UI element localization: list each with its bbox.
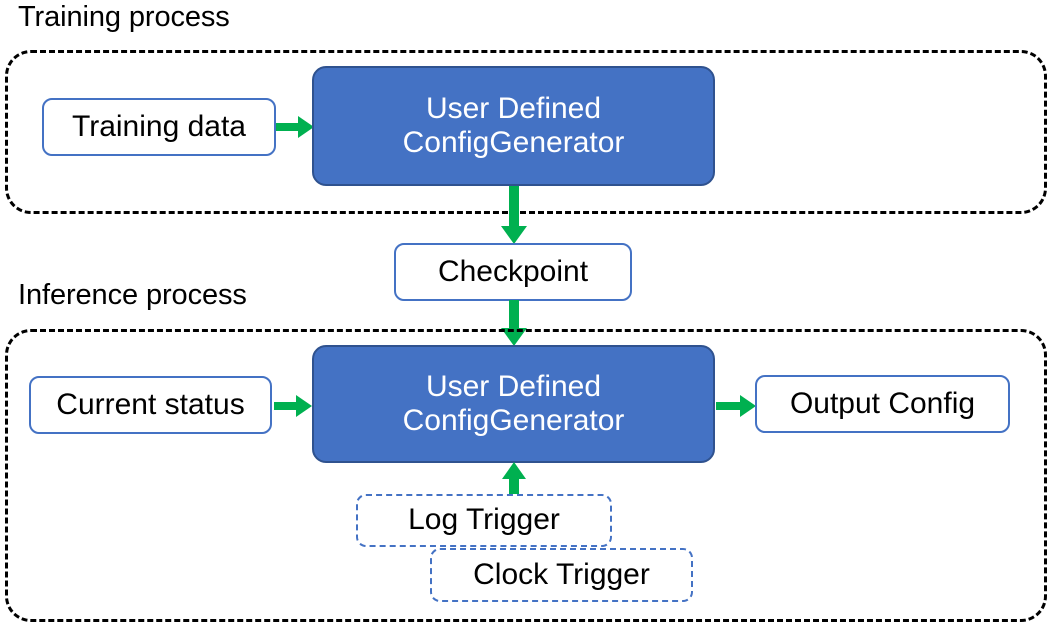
- node-train-config-generator-line2: ConfigGenerator: [402, 126, 625, 159]
- node-checkpoint-label: Checkpoint: [437, 254, 589, 288]
- group-container-training: [5, 50, 1047, 214]
- node-training-data-label: Training data: [72, 109, 246, 143]
- node-output-config-label: Output Config: [789, 386, 976, 420]
- arrow-current-status-to-infer-generator: [274, 392, 314, 420]
- node-log-trigger-label: Log Trigger: [408, 503, 560, 537]
- node-infer-config-generator-line2: ConfigGenerator: [402, 404, 625, 437]
- node-infer-config-generator-line1: User Defined: [425, 369, 602, 403]
- node-clock-trigger-label: Clock Trigger: [473, 557, 650, 591]
- arrow-triggers-to-infer-generator: [499, 462, 529, 502]
- node-checkpoint[interactable]: Checkpoint: [394, 243, 632, 301]
- arrow-training-data-to-generator: [276, 113, 316, 141]
- node-training-data[interactable]: Training data: [42, 98, 276, 156]
- node-current-status-label: Current status: [56, 387, 245, 421]
- node-infer-config-generator[interactable]: User Defined ConfigGenerator: [312, 345, 715, 463]
- node-log-trigger[interactable]: Log Trigger: [356, 494, 612, 547]
- group-label-training: Training process: [18, 1, 230, 33]
- group-container-inference: [5, 329, 1047, 622]
- group-label-inference: Inference process: [18, 279, 247, 311]
- node-clock-trigger[interactable]: Clock Trigger: [430, 548, 693, 602]
- node-current-status[interactable]: Current status: [29, 376, 272, 434]
- arrow-infer-generator-to-output-config: [716, 392, 758, 420]
- node-train-config-generator-line1: User Defined: [425, 91, 602, 125]
- node-output-config[interactable]: Output Config: [755, 375, 1010, 433]
- arrow-checkpoint-to-infer-generator: [498, 300, 530, 348]
- arrow-train-generator-to-checkpoint: [498, 186, 530, 246]
- node-train-config-generator[interactable]: User Defined ConfigGenerator: [312, 66, 715, 186]
